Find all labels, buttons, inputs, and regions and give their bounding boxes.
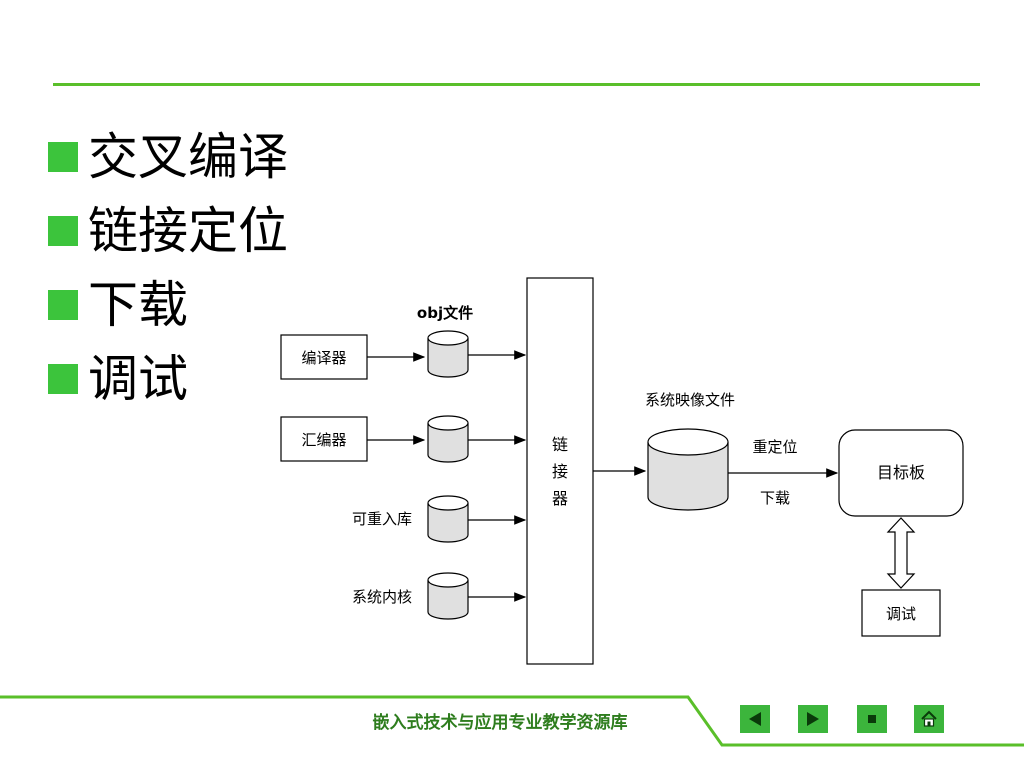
compiler-label: 编译器	[301, 349, 346, 367]
bullet-text: 交叉编译	[88, 128, 288, 186]
lib-cylinder	[427, 495, 469, 543]
bullet-item: 链接定位	[48, 194, 288, 268]
next-icon	[807, 712, 819, 726]
debug-label: 调试	[886, 605, 916, 623]
target-board-label: 目标板	[877, 463, 925, 482]
linker-char-3: 器	[552, 489, 568, 508]
kernel-cylinder	[427, 572, 469, 620]
home-button[interactable]	[914, 705, 944, 733]
system-image-cylinder	[647, 428, 729, 511]
bullet-item: 下载	[48, 268, 288, 342]
linker-char-2: 接	[552, 462, 568, 481]
bullet-square-icon	[48, 290, 78, 320]
top-divider	[53, 83, 980, 86]
obj-cylinder-1	[427, 330, 469, 378]
linker-box	[526, 277, 594, 665]
footer-divider	[0, 695, 1024, 747]
bullet-square-icon	[48, 216, 78, 246]
compiler-box	[280, 334, 368, 380]
bullet-item: 调试	[48, 342, 288, 416]
stop-button[interactable]	[857, 705, 887, 733]
home-icon	[921, 710, 937, 727]
obj-files-label: obj文件	[417, 304, 473, 322]
bullet-square-icon	[48, 142, 78, 172]
target-board-box	[838, 429, 964, 517]
stop-icon	[868, 715, 876, 723]
bullet-list: 交叉编译 链接定位 下载 调试	[48, 120, 288, 416]
assembler-box	[280, 416, 368, 462]
bullet-text: 链接定位	[88, 202, 288, 260]
system-image-label: 系统映像文件	[645, 391, 735, 409]
linker-char-1: 链	[552, 435, 568, 454]
relocate-label: 重定位	[752, 438, 797, 456]
prev-icon	[749, 712, 761, 726]
bullet-square-icon	[48, 364, 78, 394]
prev-button[interactable]	[740, 705, 770, 733]
reentrant-lib-label: 可重入库	[352, 510, 412, 528]
footer-title: 嵌入式技术与应用专业教学资源库	[372, 713, 628, 733]
assembler-label: 汇编器	[301, 431, 346, 449]
next-button[interactable]	[798, 705, 828, 733]
obj-cylinder-2	[427, 415, 469, 463]
system-kernel-label: 系统内核	[352, 588, 412, 606]
debug-box	[861, 589, 941, 637]
double-arrow-icon	[886, 517, 916, 589]
download-label: 下载	[760, 489, 790, 507]
bullet-text: 调试	[88, 350, 188, 408]
bullet-item: 交叉编译	[48, 120, 288, 194]
bullet-text: 下载	[88, 276, 188, 334]
